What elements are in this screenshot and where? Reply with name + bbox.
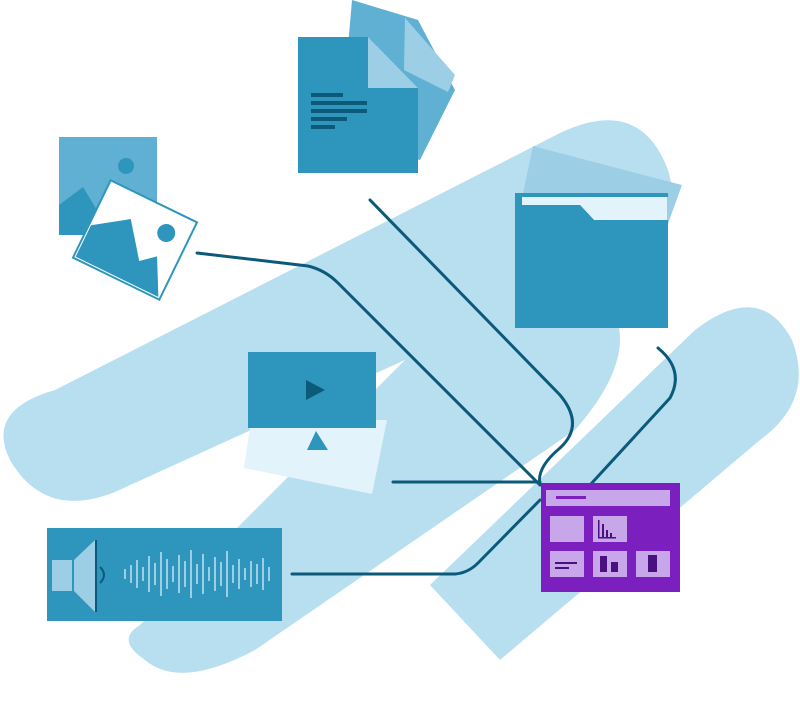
image-icon-mountain — [75, 219, 159, 298]
audio-waveform-bar — [190, 550, 192, 598]
video-play-icon — [306, 380, 325, 400]
audio-waveform-bar — [232, 565, 234, 583]
audio-waveform-bar — [178, 555, 180, 593]
audio-waveform-bars — [124, 550, 270, 598]
speaker-icon — [74, 540, 95, 612]
audio-waveform-bar — [124, 569, 126, 579]
dashboard-text-line — [555, 567, 569, 569]
document-text-lines — [311, 93, 367, 129]
dashboard-text-line — [555, 562, 577, 564]
background-blob — [3, 120, 672, 501]
document-node — [298, 0, 455, 173]
dashboard-bar-chart-icon — [598, 520, 616, 539]
dashboard-chart-bar — [610, 533, 612, 538]
video-node — [244, 352, 387, 494]
audio-waveform-bar — [172, 566, 174, 582]
dashboard-node — [541, 483, 680, 592]
image-node — [59, 137, 199, 302]
folder-node — [515, 146, 682, 328]
audio-waveform-bar — [166, 559, 168, 589]
audio-waveform-bar — [244, 568, 246, 580]
audio-waveform-bar — [214, 557, 216, 591]
audio-waveform-bar — [268, 567, 270, 581]
dashboard-header-bar — [546, 490, 670, 506]
video-icon-back — [244, 420, 387, 494]
folder-icon-front — [515, 220, 668, 328]
dashboard-chart-bar — [602, 524, 604, 538]
audio-waveform-bar — [202, 554, 204, 594]
dashboard-chart-baseline — [598, 537, 616, 539]
audio-waveform-bar — [238, 559, 240, 589]
audio-waveform-bar — [130, 565, 132, 583]
connector-folder-to-dashboard — [588, 346, 677, 487]
audio-waveform-bar — [142, 567, 144, 581]
speaker-icon-box — [52, 560, 72, 591]
audio-waveform-bar — [226, 551, 228, 597]
dashboard-chart-bar — [606, 530, 608, 538]
video-icon-back-play — [307, 431, 328, 450]
connector-image-to-dashboard — [195, 251, 542, 487]
document-text-line — [311, 101, 367, 105]
dashboard-metric-tile — [593, 551, 627, 577]
audio-waveform-bar — [208, 567, 210, 581]
audio-waveform-bar — [154, 563, 156, 585]
dashboard-tile — [550, 516, 584, 542]
audio-waveform-bar — [220, 562, 222, 586]
audio-waveform-bar — [250, 561, 252, 587]
image-icon-back-sun — [118, 158, 134, 174]
document-text-line — [311, 117, 347, 121]
speaker-icon-wave — [99, 566, 105, 584]
audio-waveform-bar — [256, 564, 258, 584]
dashboard-metric-bar — [611, 562, 618, 572]
folder-icon-tab — [515, 205, 594, 220]
document-text-line — [311, 109, 367, 113]
image-icon-sun — [157, 223, 176, 242]
audio-node — [47, 528, 282, 621]
audio-waveform-bar — [148, 556, 150, 592]
dashboard-header-line — [556, 496, 586, 499]
audio-waveform-bar — [136, 560, 138, 588]
audio-waveform-bar — [196, 564, 198, 584]
dashboard-gauge-bar — [648, 555, 657, 572]
audio-waveform-bar — [184, 561, 186, 587]
connector-document-to-dashboard — [368, 198, 574, 487]
document-icon-back-fold — [404, 18, 455, 92]
image-icon — [71, 178, 199, 302]
document-text-line — [311, 125, 335, 129]
audio-waveform-bar — [262, 558, 264, 590]
document-icon-corner — [368, 37, 418, 88]
connectors — [195, 198, 677, 576]
dashboard-metric-bar — [600, 556, 607, 572]
audio-waveform-bar — [160, 552, 162, 596]
dashboard-chart-axis — [598, 520, 600, 538]
connector-audio-to-dashboard — [290, 498, 542, 576]
document-text-line — [311, 93, 343, 97]
